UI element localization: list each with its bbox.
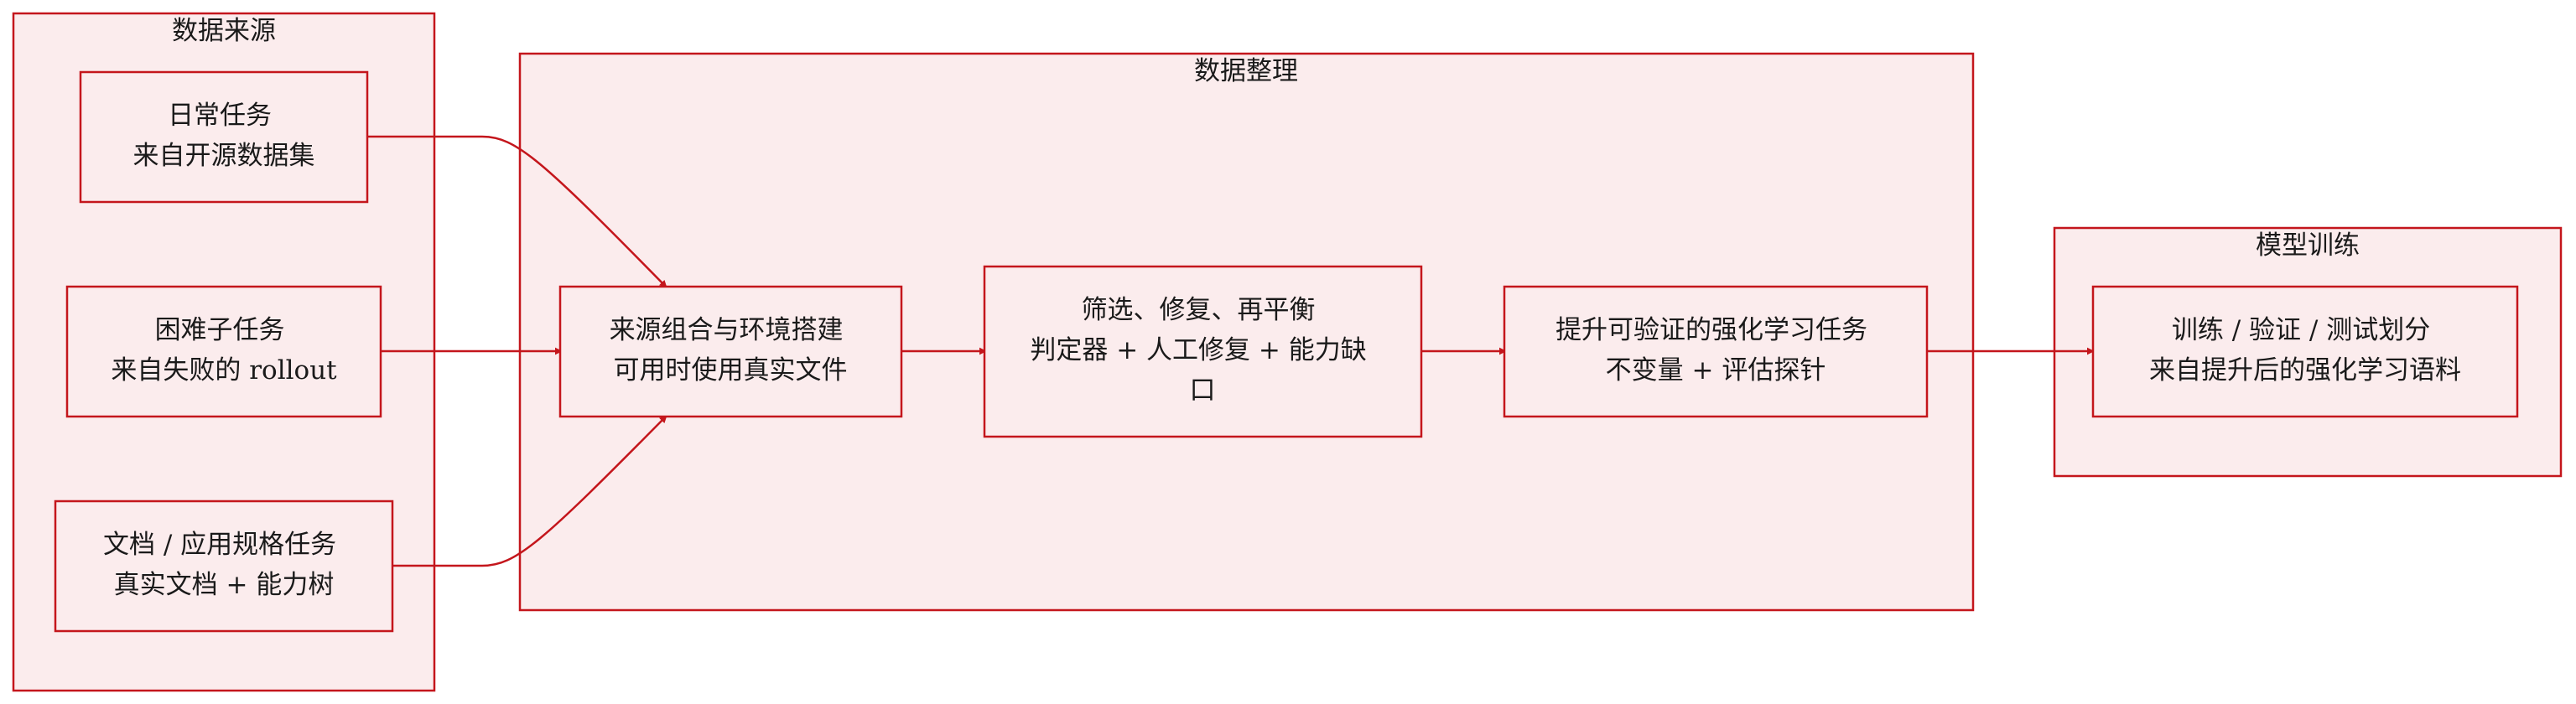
node-verifiable-rl-line1: 提升可验证的强化学习任务 bbox=[1555, 315, 1867, 345]
node-source-env: 来源组合与环境搭建 可用时使用真实文件 bbox=[558, 285, 903, 418]
svg-text:困难子任务 来自失败的 rollout: 困难子任务 来自失败的 rollout bbox=[111, 315, 337, 386]
node-source-env-line2: 可用时使用真实文件 bbox=[614, 355, 848, 386]
svg-text:来源组合与环境搭建 可用时使用真实文件: 来源组合与环境搭建 可用时使用真实文件 bbox=[610, 315, 852, 386]
node-filter-repair: 筛选、修复、再平衡 判定器 + 人工修复 + 能力缺 口 bbox=[983, 265, 1423, 438]
node-verifiable-rl: 提升可验证的强化学习任务 不变量 + 评估探针 bbox=[1503, 285, 1929, 418]
svg-text:筛选、修复、再平衡 判定器 + 人工修复 + 能: 筛选、修复、再平衡 判定器 + 人工修复 + 能力缺 口 bbox=[1030, 295, 1374, 406]
node-daily-tasks-line2: 来自开源数据集 bbox=[133, 141, 315, 171]
node-doc-spec-tasks-line2: 真实文档 + 能力树 bbox=[114, 570, 335, 600]
edge-daily-to-source-env bbox=[367, 135, 667, 288]
cluster-label-model-training: 模型训练 bbox=[2256, 230, 2360, 261]
node-doc-spec-tasks: 文档 / 应用规格任务 真实文档 + 能力树 bbox=[54, 500, 394, 633]
node-split-line2: 来自提升后的强化学习语料 bbox=[2149, 355, 2461, 386]
svg-text:文档 / 应用规格任务 真实文档 + 能力树: 文档 / 应用规格任务 真实文档 + 能力树 bbox=[103, 530, 345, 600]
svg-text:训练 / 验证 / 测试划分 来自提升后的强化学: 训练 / 验证 / 测试划分 来自提升后的强化学习语料 bbox=[2149, 315, 2461, 386]
node-filter-repair-line1: 筛选、修复、再平衡 bbox=[1082, 295, 1316, 325]
node-doc-spec-tasks-line1: 文档 / 应用规格任务 bbox=[103, 530, 336, 560]
node-filter-repair-line3: 口 bbox=[1190, 375, 1216, 406]
node-hard-subtasks-line1: 困难子任务 bbox=[155, 315, 285, 345]
node-filter-repair-line2: 判定器 + 人工修复 + 能力缺 bbox=[1030, 335, 1366, 365]
node-daily-tasks-line1: 日常任务 bbox=[168, 101, 272, 131]
node-daily-tasks: 日常任务 来自开源数据集 bbox=[79, 70, 369, 204]
svg-text:提升可验证的强化学习任务 不变量 + 评估探针: 提升可验证的强化学习任务 不变量 + 评估探针 bbox=[1555, 315, 1876, 386]
node-split-line1: 训练 / 验证 / 测试划分 bbox=[2172, 315, 2430, 345]
node-source-env-line1: 来源组合与环境搭建 bbox=[610, 315, 844, 345]
cluster-label-data-processing: 数据整理 bbox=[1194, 56, 1298, 86]
node-train-val-test-split: 训练 / 验证 / 测试划分 来自提升后的强化学习语料 bbox=[2091, 285, 2519, 418]
node-verifiable-rl-line2: 不变量 + 评估探针 bbox=[1606, 355, 1826, 386]
svg-text:日常任务 来自开源数据集: 日常任务 来自开源数据集 bbox=[133, 101, 315, 171]
node-hard-subtasks-line2: 来自失败的 rollout bbox=[111, 355, 337, 386]
cluster-label-data-sources: 数据来源 bbox=[172, 16, 276, 46]
edge-doc-to-source-env bbox=[392, 415, 667, 567]
node-hard-subtasks: 困难子任务 来自失败的 rollout bbox=[65, 285, 382, 418]
